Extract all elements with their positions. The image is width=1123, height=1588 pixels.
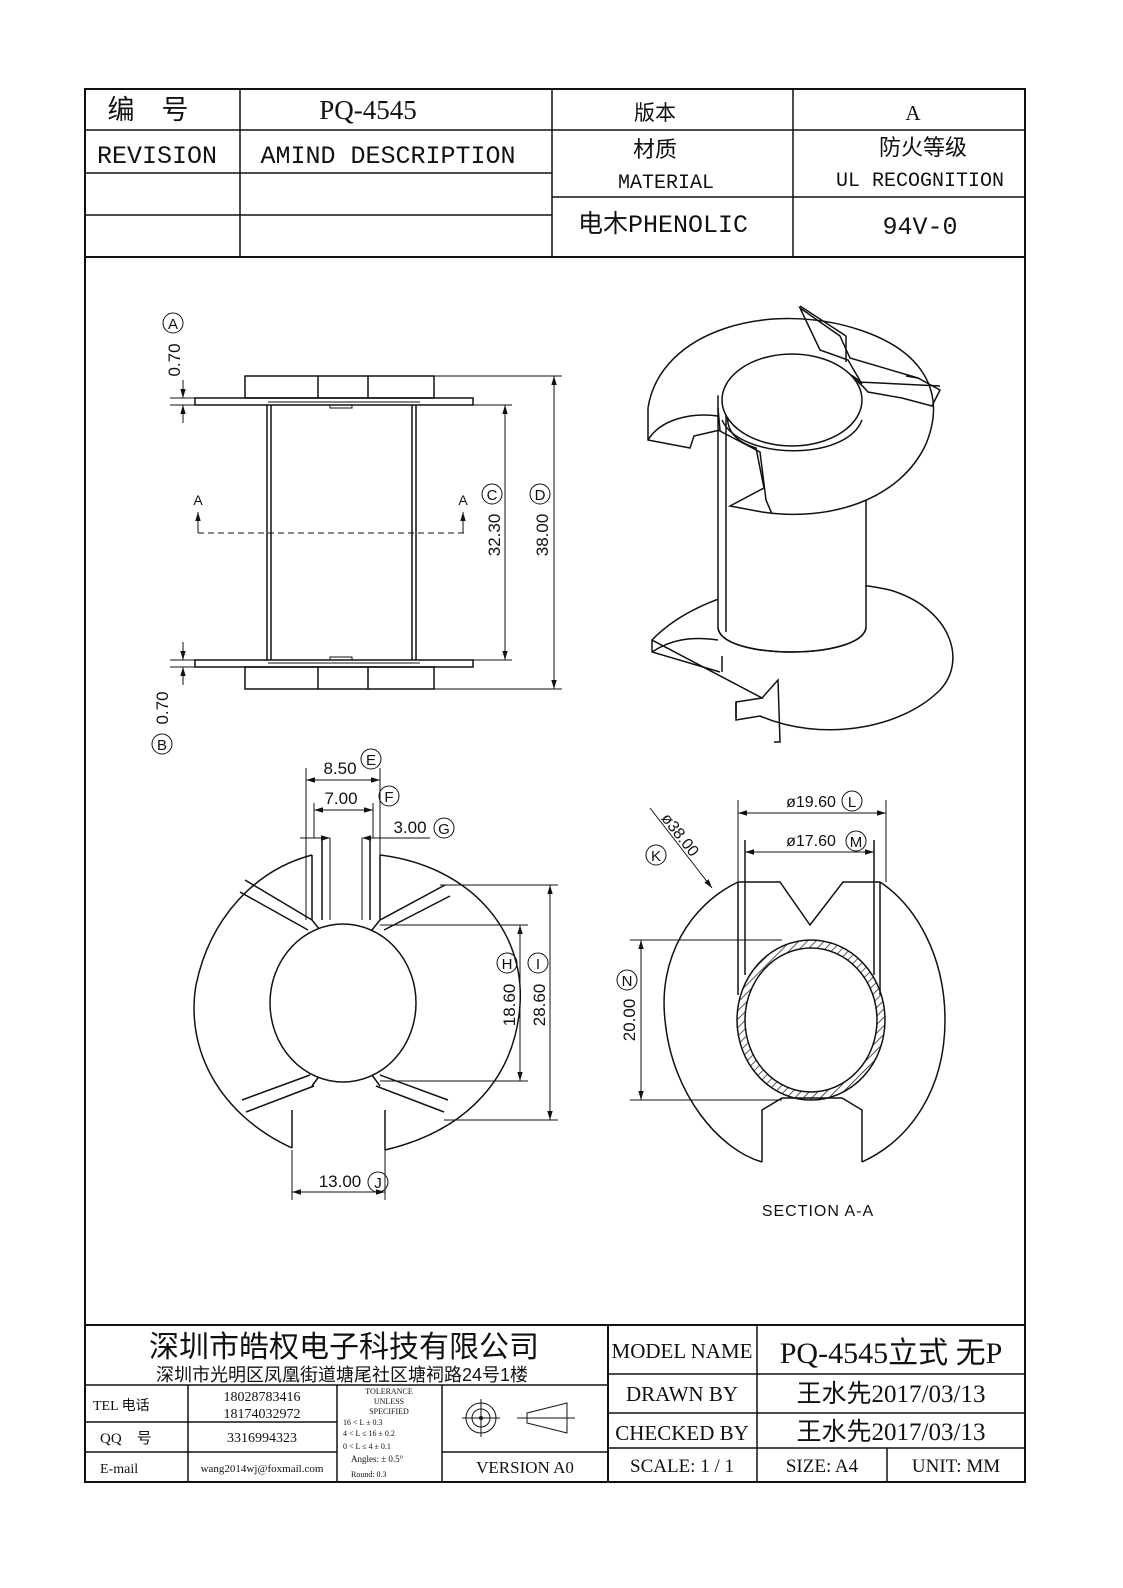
tel-label: TEL 电话: [93, 1398, 150, 1414]
section-a-a-view: ø38.00 K ø19.60 L ø17.60 M 20.00 N SECTI…: [616, 790, 946, 1220]
tel-number-2: 18174032972: [224, 1407, 301, 1422]
material-label-en: MATERIAL: [618, 172, 714, 195]
email-value: wang2014wj@foxmail.com: [201, 1463, 324, 1475]
callout-d: D: [535, 487, 546, 504]
email-label: E-mail: [100, 1462, 138, 1477]
callout-i: I: [536, 956, 540, 973]
callout-a: A: [168, 316, 178, 333]
dim-i-value: 28.60: [530, 984, 549, 1027]
title-block: 深圳市皓权电子科技有限公司 深圳市光明区凤凰街道塘尾社区塘祠路24号1楼 TEL…: [85, 1324, 1025, 1482]
projection-symbol-icon: [462, 1399, 575, 1437]
tolerance-title-1: TOLERANCE: [365, 1387, 413, 1396]
tolerance-row-1: 16 < L ± 0.3: [343, 1418, 383, 1427]
dim-j-value: 13.00: [319, 1172, 362, 1191]
dim-g-value: 3.00: [393, 818, 426, 837]
material-label-cn: 材质: [633, 137, 677, 162]
ul-rating: 94V-0: [882, 213, 957, 242]
tolerance-round: Round: 0.3: [351, 1470, 387, 1479]
callout-j: J: [374, 1175, 382, 1192]
unit: UNIT: MM: [912, 1456, 1000, 1477]
dim-l-value: ø19.60: [786, 794, 836, 811]
qq-label: QQ 号: [100, 1431, 152, 1447]
tolerance-row-2: 4 < L ≤ 16 ± 0.2: [343, 1429, 395, 1438]
front-view: A A 0.70 A 0.70 B 32.30 C 38.00 D: [151, 312, 562, 755]
dim-h-value: 18.60: [500, 984, 519, 1027]
callout-g: G: [438, 821, 450, 838]
callout-m: M: [850, 834, 863, 851]
tolerance-row-3: 0 < L ≤ 4 ± 0.1: [343, 1442, 391, 1451]
tolerance-title-2: UNLESS: [374, 1397, 404, 1406]
version-label: 版本: [634, 101, 676, 125]
revision-label: REVISION: [97, 142, 217, 171]
scale: SCALE: 1 / 1: [630, 1456, 734, 1477]
dim-a-value: 0.70: [165, 343, 184, 376]
version-block: VERSION A0: [476, 1458, 574, 1477]
callout-c: C: [487, 487, 498, 504]
tel-number-1: 18028783416: [224, 1390, 301, 1405]
model-name-value: PQ-4545立式 无P: [780, 1337, 1003, 1370]
version-value: A: [905, 101, 921, 125]
dim-b-value: 0.70: [153, 691, 172, 724]
isometric-view: [647, 305, 954, 743]
section-marker-left: A: [193, 492, 203, 508]
callout-h: H: [502, 956, 513, 973]
model-name-label: MODEL NAME: [612, 1339, 753, 1363]
callout-e: E: [366, 752, 376, 769]
callout-l: L: [848, 794, 856, 811]
code-label: 编 号: [108, 95, 189, 125]
callout-n: N: [622, 973, 633, 990]
callout-k: K: [651, 848, 661, 865]
description-label: AMIND DESCRIPTION: [260, 142, 515, 171]
company-name: 深圳市皓权电子科技有限公司: [149, 1331, 539, 1364]
section-marker-right: A: [458, 492, 468, 508]
dim-d-value: 38.00: [533, 514, 552, 557]
sheet-border: [84, 88, 1026, 1483]
drawn-by-value: 王水先2017/03/13: [797, 1380, 986, 1408]
dim-k-value: ø38.00: [658, 810, 702, 860]
dim-c-value: 32.30: [485, 514, 504, 557]
material-value: 电木PHENOLIC: [578, 210, 748, 240]
section-label: SECTION A-A: [762, 1203, 874, 1220]
top-view: 8.50 E 7.00 F 3.00 G 18.60 H 28.60 I: [193, 748, 558, 1200]
dim-f-value: 7.00: [324, 789, 357, 808]
header-table: 编 号 PQ-4545 版本 A REVISION AMIND DESCRIPT…: [85, 89, 1025, 258]
drawn-by-label: DRAWN BY: [626, 1382, 738, 1406]
ul-label-cn: 防火等级: [879, 135, 967, 160]
checked-by-value: 王水先2017/03/13: [797, 1418, 986, 1446]
company-address: 深圳市光明区凤凰街道塘尾社区塘祠路24号1楼: [156, 1365, 528, 1385]
qq-value: 3316994323: [227, 1431, 297, 1446]
ul-label-en: UL RECOGNITION: [836, 170, 1004, 193]
callout-f: F: [384, 789, 393, 806]
dim-m-value: ø17.60: [786, 833, 836, 850]
tolerance-title-3: SPECIFIED: [369, 1407, 409, 1416]
dim-n-value: 20.00: [620, 999, 639, 1042]
checked-by-label: CHECKED BY: [615, 1421, 749, 1445]
part-number: PQ-4545: [319, 95, 417, 125]
sheet-size: SIZE: A4: [786, 1456, 859, 1477]
callout-b: B: [157, 737, 167, 754]
dim-e-value: 8.50: [323, 759, 356, 778]
tolerance-angles: Angles: ± 0.5°: [351, 1454, 404, 1464]
